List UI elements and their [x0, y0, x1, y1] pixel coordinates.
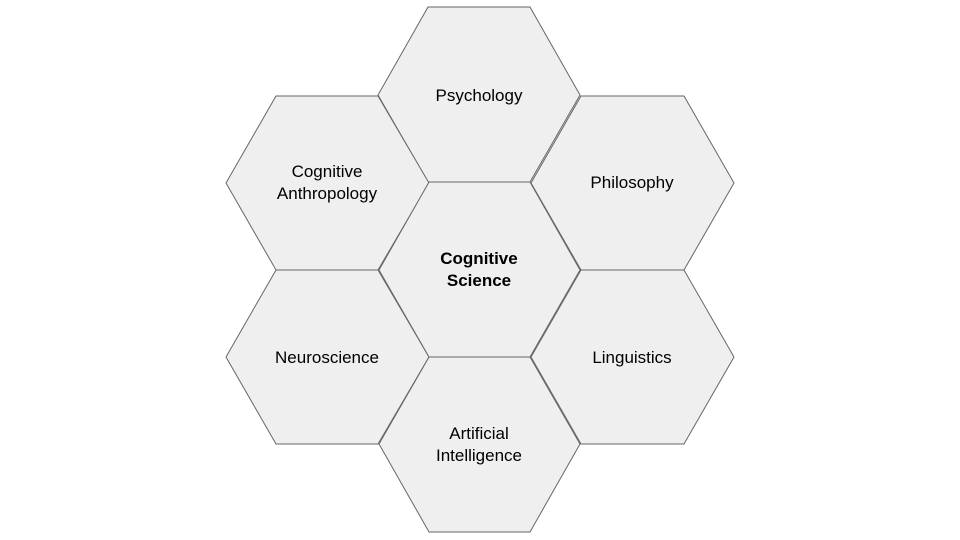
hex-neuroscience — [225, 269, 430, 445]
label-psychology: Psychology — [435, 86, 523, 105]
hex-cognitive-science — [378, 181, 581, 358]
label-cognitive-anthropology: Cognitive Anthropology — [276, 162, 378, 203]
label-linguistics: Linguistics — [592, 348, 672, 367]
label-philosophy: Philosophy — [590, 173, 674, 192]
label-cognitive-science: Cognitive Science — [440, 249, 518, 290]
label-neuroscience: Neuroscience — [275, 348, 379, 367]
label-artificial-intelligence: Artificial Intelligence — [435, 424, 522, 465]
hex-linguistics — [530, 269, 735, 445]
